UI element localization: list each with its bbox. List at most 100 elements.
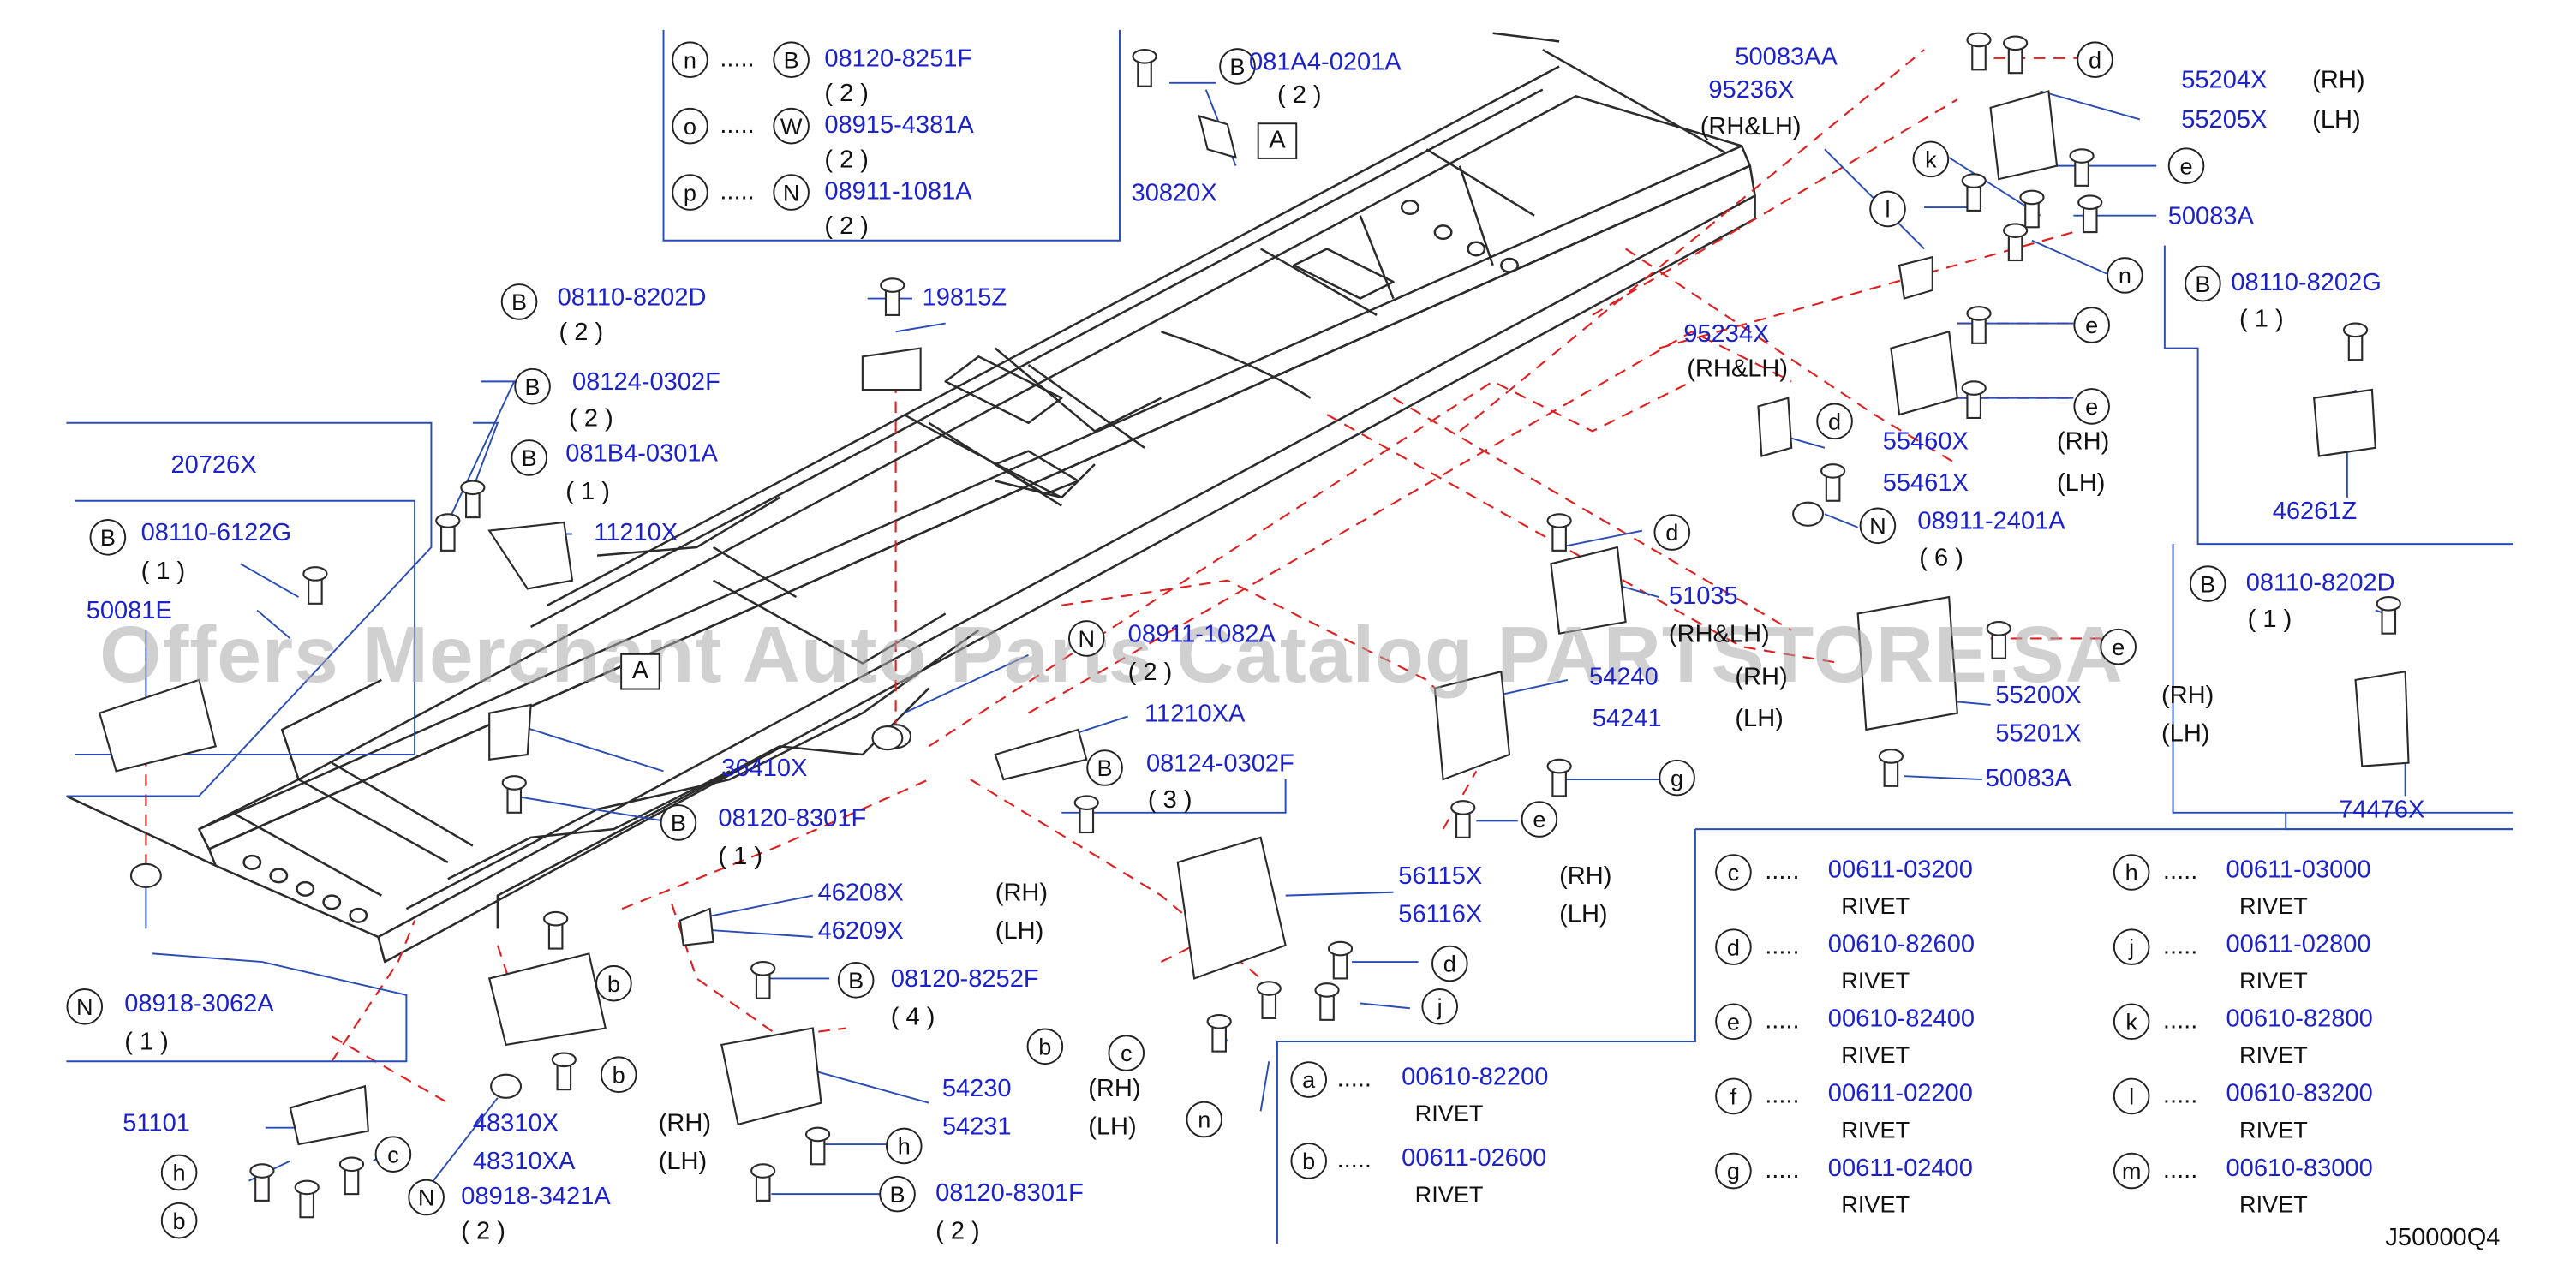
rivet-part-number: 00610-83200 bbox=[2226, 1079, 2373, 1108]
fastener-type-badge: d bbox=[2077, 41, 2113, 79]
part-number-label: 48310X bbox=[472, 1109, 559, 1138]
rivet-description: RIVET bbox=[1414, 1180, 1484, 1208]
view-marker-a-frame: A bbox=[620, 653, 660, 690]
rivet-description: RIVET bbox=[2239, 1116, 2308, 1143]
part-number-label: 56116X bbox=[1398, 900, 1483, 929]
part-number-label: 36410X bbox=[721, 755, 808, 783]
quantity-side-note: (RH&LH) bbox=[1668, 620, 1770, 649]
quantity-side-note: (LH) bbox=[2312, 105, 2361, 134]
fastener-type-badge: b bbox=[1026, 1028, 1064, 1065]
quantity-side-note: ( 2 ) bbox=[569, 404, 613, 433]
rivet-part-number: 00610-82400 bbox=[1827, 1005, 1975, 1034]
legend-letter-badge: o bbox=[672, 107, 708, 145]
fastener-type-badge: d bbox=[1816, 403, 1853, 440]
legend-dots: ..... bbox=[720, 45, 755, 74]
legend-part-number: 08911-1081A bbox=[824, 177, 972, 206]
part-number-label: 08120-8301F bbox=[718, 804, 867, 833]
quantity-side-note: (RH) bbox=[2312, 66, 2365, 95]
rivet-dots: ..... bbox=[2162, 857, 2198, 886]
rivet-dots: ..... bbox=[1765, 932, 1800, 961]
rivet-letter-badge: c bbox=[1715, 854, 1752, 891]
rivet-description: RIVET bbox=[1841, 1116, 1910, 1143]
part-number-label: 54241 bbox=[1592, 704, 1662, 733]
part-number-label: 55200X bbox=[1995, 681, 2082, 710]
fastener-type-badge: B bbox=[773, 41, 810, 79]
fastener-type-badge: j bbox=[1421, 988, 1459, 1025]
quantity-side-note: ( 4 ) bbox=[890, 1003, 935, 1032]
part-number-label: 08124-0302F bbox=[1145, 749, 1294, 779]
fastener-type-badge: B bbox=[511, 439, 547, 476]
rivet-description: RIVET bbox=[1414, 1099, 1484, 1126]
part-number-label: 08124-0302F bbox=[572, 367, 720, 397]
part-number-label: 50081E bbox=[86, 597, 172, 625]
legend-quantity: ( 2 ) bbox=[824, 79, 869, 108]
rivet-dots: ..... bbox=[2162, 1081, 2198, 1110]
part-number-label: 08110-6122G bbox=[140, 519, 292, 547]
rivet-letter-badge: e bbox=[1715, 1003, 1752, 1041]
quantity-side-note: ( 1 ) bbox=[565, 477, 610, 506]
diagram-code: J50000Q4 bbox=[2385, 1223, 2501, 1252]
legend-dots: ..... bbox=[720, 177, 755, 206]
legend-letter-badge: n bbox=[672, 41, 708, 79]
fastener-type-badge: d bbox=[1431, 945, 1468, 982]
quantity-side-note: ( 2 ) bbox=[559, 318, 604, 347]
fastener-type-badge: N bbox=[1859, 507, 1897, 545]
part-number-label: 48310XA bbox=[472, 1147, 576, 1176]
fastener-type-badge: N bbox=[66, 988, 104, 1025]
part-number-label: 55204X bbox=[2181, 66, 2268, 95]
fastener-type-badge: b bbox=[600, 1056, 637, 1094]
fastener-type-badge: B bbox=[1086, 749, 1123, 786]
part-number-label: 08918-3421A bbox=[461, 1182, 611, 1211]
rivet-dots: ..... bbox=[2162, 1006, 2198, 1035]
rivet-dots: ..... bbox=[2162, 932, 2198, 961]
quantity-side-note: (LH) bbox=[658, 1147, 708, 1176]
rivet-description: RIVET bbox=[2239, 1190, 2308, 1218]
part-number-label: 54231 bbox=[941, 1113, 1012, 1142]
rivet-letter-badge: d bbox=[1715, 928, 1752, 965]
rivet-letter-badge: j bbox=[2113, 928, 2150, 965]
quantity-side-note: ( 2 ) bbox=[935, 1217, 980, 1246]
part-number-label: 46208X bbox=[817, 879, 904, 908]
fastener-type-badge: B bbox=[514, 367, 551, 405]
quantity-side-note: ( 1 ) bbox=[2239, 305, 2284, 334]
watermark: Offers Merchant Auto Parts Catalog PARTS… bbox=[99, 612, 2124, 701]
legend-dots: ..... bbox=[720, 110, 755, 140]
part-number-label: 19815Z bbox=[922, 283, 1007, 313]
fastener-type-badge: B bbox=[89, 519, 127, 556]
rivet-description: RIVET bbox=[1841, 1041, 1910, 1068]
fastener-type-badge: g bbox=[1659, 759, 1695, 797]
legend-quantity: ( 2 ) bbox=[824, 212, 869, 241]
quantity-side-note: (LH) bbox=[2161, 719, 2210, 749]
rivet-description: RIVET bbox=[1841, 892, 1910, 919]
quantity-side-note: (LH) bbox=[995, 916, 1044, 946]
part-number-label: 95234X bbox=[1683, 319, 1770, 349]
fastener-type-badge: B bbox=[500, 283, 538, 320]
fastener-type-badge: e bbox=[2167, 147, 2205, 184]
fastener-type-badge: B bbox=[837, 962, 875, 999]
quantity-side-note: (RH) bbox=[1088, 1074, 1141, 1103]
legend-quantity: ( 2 ) bbox=[824, 146, 869, 175]
rivet-dots: ..... bbox=[1765, 1081, 1800, 1110]
part-number-label: 56115X bbox=[1398, 862, 1483, 891]
quantity-side-note: (RH) bbox=[1735, 663, 1788, 692]
part-number-label: 51035 bbox=[1668, 582, 1738, 611]
part-number-label: 11210X bbox=[594, 519, 678, 547]
part-number-label: 08911-2401A bbox=[1917, 507, 2065, 536]
rivet-description: RIVET bbox=[1841, 1190, 1910, 1218]
legend-letter-badge: p bbox=[672, 174, 708, 211]
part-number-label: 08110-8202D bbox=[557, 283, 707, 313]
part-number-label: 20726X bbox=[170, 451, 257, 480]
part-number-label: 08110-8202G bbox=[2231, 268, 2382, 297]
fastener-type-badge: b bbox=[595, 964, 632, 1002]
rivet-letter-badge: h bbox=[2113, 854, 2150, 891]
fastener-type-badge: N bbox=[773, 174, 810, 211]
rivet-letter-badge: g bbox=[1715, 1152, 1752, 1190]
rivet-dots: ..... bbox=[1765, 857, 1800, 886]
rivet-letter-badge: a bbox=[1290, 1061, 1328, 1098]
rivet-dots: ..... bbox=[1336, 1065, 1372, 1094]
fastener-type-badge: B bbox=[2185, 265, 2221, 302]
rivet-dots: ..... bbox=[1765, 1006, 1800, 1035]
